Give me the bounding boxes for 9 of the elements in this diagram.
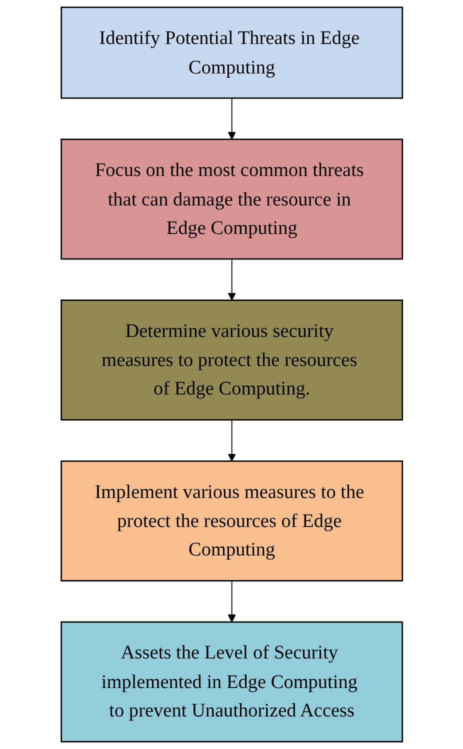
node-box: Assets the Level of Security implemented in Edge Computing to prevent Unauthorized Access bbox=[60, 621, 403, 742]
arrow bbox=[227, 419, 236, 462]
arrow bbox=[227, 98, 236, 140]
node-box: Focus on the most common threats that can damage the resource in Edge Computing bbox=[60, 138, 403, 260]
node-box: Implement various measures to the protect the resources of Edge Computing bbox=[60, 460, 403, 582]
arrow bbox=[227, 258, 236, 301]
arrow bbox=[227, 580, 236, 622]
node-box: Determine various security measures to protect the resources of Edge Computing. bbox=[60, 300, 403, 421]
node-box: Identify Potential Threats in Edge Computing bbox=[60, 6, 403, 99]
